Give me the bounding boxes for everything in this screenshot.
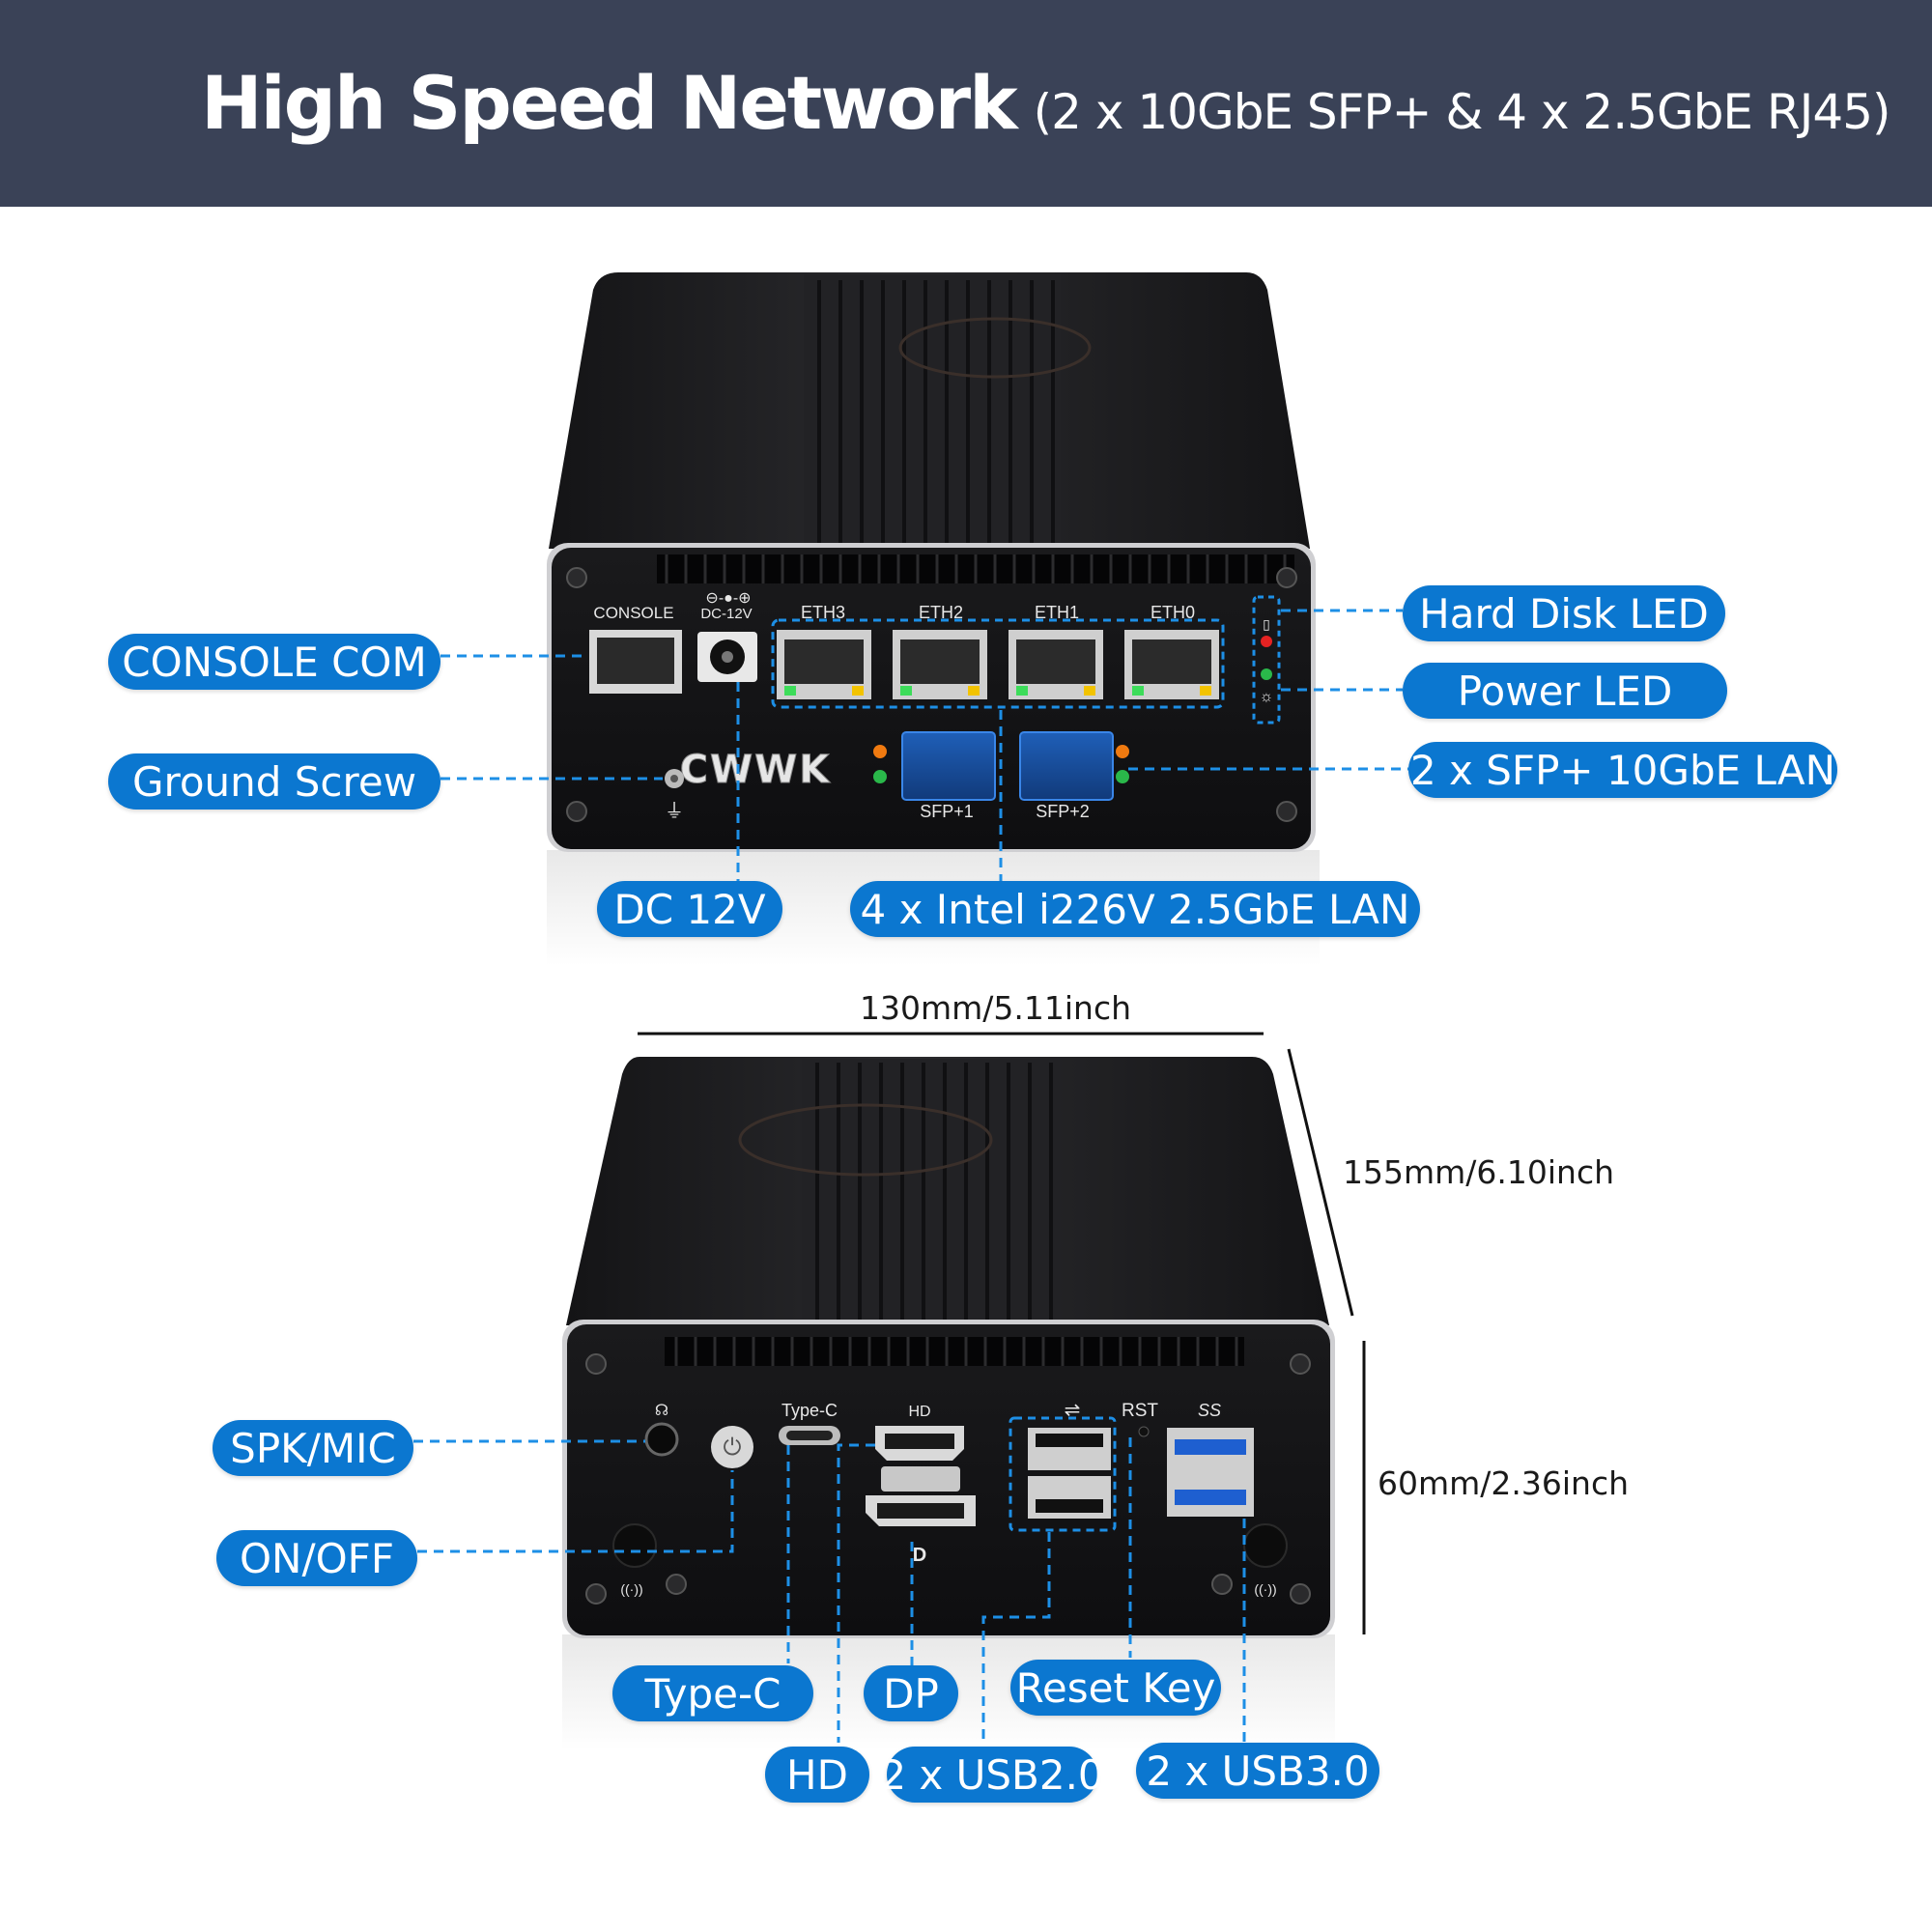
hdmi-icon: HD bbox=[908, 1404, 930, 1420]
dimension-depth: 155mm/6.10inch bbox=[1343, 1153, 1615, 1191]
back-device: ☊ ⏻ Type-C HD D ⇌ RST SS ((·)) ((·)) bbox=[562, 1057, 1335, 1750]
hdd-led-icon: ▯ bbox=[1263, 616, 1270, 632]
sfp2-label: SFP+2 bbox=[1036, 802, 1090, 821]
header-text: High Speed Network (2 x 10GbE SFP+ & 4 x … bbox=[201, 60, 1891, 146]
callout-console-com: CONSOLE COM bbox=[108, 634, 440, 690]
eth2-label: ETH2 bbox=[919, 603, 963, 622]
callout-hard-disk-led: Hard Disk LED bbox=[1403, 585, 1725, 641]
callout-spk-mic: SPK/MIC bbox=[213, 1420, 413, 1476]
ss-usb-label: SS bbox=[1198, 1401, 1221, 1420]
callout-dp: DP bbox=[864, 1665, 958, 1721]
ground-icon: ⏚ bbox=[665, 801, 684, 822]
power-led bbox=[1261, 668, 1272, 680]
dc-port-label: DC-12V bbox=[700, 606, 752, 622]
header-banner: High Speed Network (2 x 10GbE SFP+ & 4 x … bbox=[0, 0, 1932, 207]
console-port-label: CONSOLE bbox=[593, 604, 673, 622]
power-icon: ⏻ bbox=[724, 1434, 742, 1461]
brand-logo: CWWK bbox=[680, 748, 832, 792]
wifi-icon: ((·)) bbox=[1254, 1581, 1276, 1597]
callout-usb3: 2 x USB3.0 bbox=[1136, 1743, 1379, 1799]
antenna-hole bbox=[612, 1523, 657, 1568]
sfp1-label: SFP+1 bbox=[920, 802, 974, 821]
typec-port-label: Type-C bbox=[781, 1401, 838, 1420]
power-button bbox=[711, 1426, 753, 1468]
eth3-label: ETH3 bbox=[801, 603, 845, 622]
dimension-width: 130mm/5.11inch bbox=[860, 989, 1132, 1027]
callout-reset-key: Reset Key bbox=[1010, 1660, 1221, 1716]
eth1-label: ETH1 bbox=[1035, 603, 1079, 622]
headset-icon: ☊ bbox=[655, 1403, 668, 1419]
callout-type-c: Type-C bbox=[612, 1665, 813, 1721]
leader-lines bbox=[413, 609, 1408, 1745]
callout-usb2: 2 x USB2.0 bbox=[880, 1747, 1104, 1803]
callout-ground-screw: Ground Screw bbox=[108, 753, 440, 810]
audio-jack bbox=[644, 1422, 679, 1457]
page-subtitle: (2 x 10GbE SFP+ & 4 x 2.5GbE RJ45) bbox=[1033, 84, 1891, 140]
callout-hd: HD bbox=[765, 1747, 869, 1803]
wifi-icon: ((·)) bbox=[620, 1581, 642, 1597]
dc-polarity-icon: ⊖-●-⊕ bbox=[705, 590, 751, 607]
usb-icon: ⇌ bbox=[1065, 1400, 1081, 1421]
callout-power-led: Power LED bbox=[1403, 663, 1727, 719]
page-title: High Speed Network bbox=[201, 60, 1018, 146]
callout-sfp-lan: 2 x SFP+ 10GbE LAN bbox=[1408, 742, 1837, 798]
callout-lan-25gbe: 4 x Intel i226V 2.5GbE LAN bbox=[850, 881, 1420, 937]
dimension-height: 60mm/2.36inch bbox=[1378, 1464, 1630, 1502]
eth0-label: ETH0 bbox=[1151, 603, 1195, 622]
rj45-ports bbox=[777, 630, 1219, 699]
sfp-ports bbox=[873, 731, 1129, 801]
callout-on-off: ON/OFF bbox=[216, 1530, 417, 1586]
antenna-hole bbox=[1243, 1523, 1288, 1568]
reset-label: RST bbox=[1122, 1401, 1158, 1421]
dimension-lines bbox=[638, 1032, 1366, 1634]
dp-icon: D bbox=[913, 1545, 926, 1566]
hdd-led bbox=[1261, 636, 1272, 647]
callout-dc-12v: DC 12V bbox=[597, 881, 782, 937]
reset-hole bbox=[1138, 1426, 1150, 1437]
power-led-icon: ☼ bbox=[1260, 689, 1274, 705]
front-device: CONSOLE DC-12V ⊖-●-⊕ ETH3 ETH2 ETH1 ETH0 bbox=[547, 272, 1320, 966]
